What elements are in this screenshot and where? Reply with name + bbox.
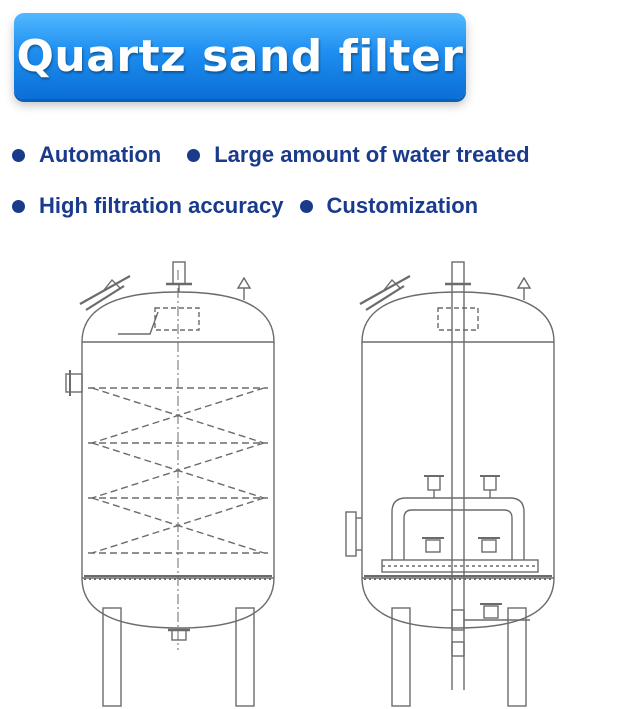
feature-item: Automation: [12, 142, 161, 168]
filter-technical-drawing: [65, 261, 555, 707]
feature-row: High filtration accuracy Customization: [12, 189, 627, 223]
feature-item: High filtration accuracy: [12, 193, 284, 219]
feature-label: Automation: [39, 142, 162, 167]
bullet-icon: [12, 148, 25, 162]
right-tank-drawing: [345, 261, 555, 707]
bullet-icon: [299, 199, 313, 213]
feature-row: Automation Large amount of water treated: [12, 138, 627, 172]
left-tank-drawing: [65, 261, 275, 707]
feature-item: Customization: [299, 193, 479, 219]
feature-list: Automation Large amount of water treated…: [12, 138, 627, 240]
feature-label: Large amount of water treated: [214, 142, 530, 167]
feature-item: Large amount of water treated: [187, 142, 530, 168]
bullet-icon: [187, 148, 201, 162]
bullet-icon: [12, 199, 25, 213]
feature-label: High filtration accuracy: [39, 193, 284, 218]
page-title: Quartz sand filter: [16, 30, 464, 82]
title-banner: Quartz sand filter: [14, 13, 466, 99]
feature-label: Customization: [326, 193, 479, 218]
